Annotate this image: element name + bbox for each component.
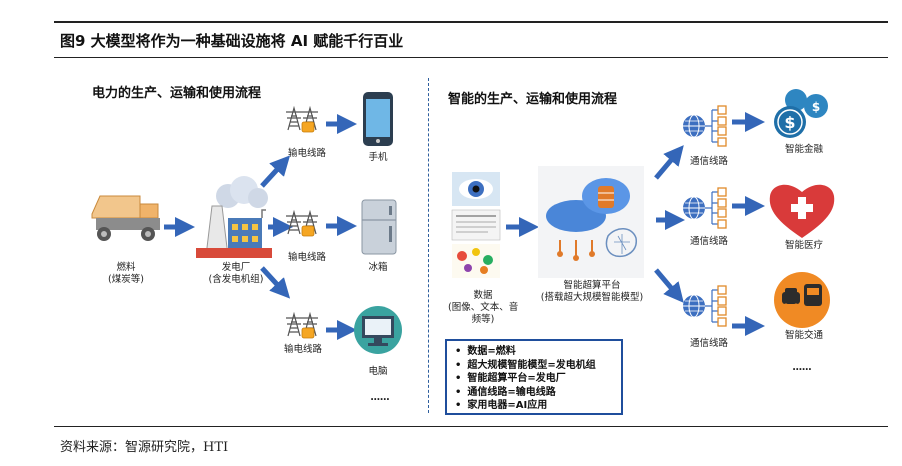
title-rule: [54, 57, 888, 58]
medical-heart-icon: [769, 184, 835, 238]
network-label: 通信线路: [689, 156, 728, 167]
right-section-title: 智能的生产、运输和使用流程: [448, 92, 618, 107]
legend-item: 超大规模智能模型=发电机组: [455, 359, 615, 373]
power-plant-label: 发电厂 (含发电机组): [208, 262, 264, 285]
arrow-platform-to-network-1: [654, 145, 684, 180]
network-icon: [683, 286, 726, 326]
data-label: 数据 (图像、文本、音 频等): [448, 290, 519, 325]
legend-item: 数据=燃料: [455, 345, 615, 359]
transmission-tower-icon: [286, 314, 318, 338]
left-more-ellipsis: ……: [370, 392, 390, 403]
right-more-ellipsis: ……: [792, 362, 812, 373]
arrow-plant-to-line-3: [260, 266, 291, 299]
network-label: 通信线路: [689, 236, 728, 247]
transmission-tower-icon: [286, 212, 318, 236]
figure-title: 图9 大模型将作为一种基础设施将 AI 赋能千行百业: [60, 32, 404, 50]
network-icon: [683, 188, 726, 228]
platform-label: 智能超算平台 (搭载超大规模智能模型): [540, 280, 644, 303]
medical-label: 智能医疗: [784, 240, 823, 251]
transmission-tower-icon: [286, 108, 318, 132]
svg-text:$: $: [784, 113, 795, 132]
power-plant-icon: [196, 176, 272, 258]
phone-label: 手机: [368, 152, 388, 163]
network-icon: [683, 106, 726, 146]
arrow-plant-to-line-1: [260, 155, 291, 188]
computer-label: 电脑: [368, 366, 388, 377]
data-images-icon: [451, 172, 501, 278]
phone-icon: [363, 92, 393, 146]
traffic-label: 智能交通: [784, 330, 823, 341]
legend-item: 通信线路=输电线路: [455, 386, 615, 400]
truck-icon: [91, 195, 160, 241]
finance-label: 智能金融: [784, 144, 823, 155]
svg-text:$: $: [812, 100, 820, 114]
finance-icon: $ $: [774, 89, 828, 138]
analogy-legend: 数据=燃料 超大规模智能模型=发电机组 智能超算平台=发电厂 通信线路=输电线路…: [445, 339, 623, 415]
left-section-title: 电力的生产、运输和使用流程: [92, 86, 262, 101]
fridge-icon: [361, 199, 397, 255]
transmission-line-label: 输电线路: [287, 148, 326, 159]
fridge-label: 冰箱: [368, 262, 388, 273]
transmission-line-label: 输电线路: [283, 344, 322, 355]
transmission-line-label: 输电线路: [287, 252, 326, 263]
arrow-platform-to-network-3: [654, 268, 684, 303]
bottom-rule: [54, 426, 888, 427]
traffic-icon: [774, 272, 830, 328]
supercomputing-platform-icon: [538, 166, 644, 278]
computer-icon: [354, 306, 402, 354]
source-note: 资料来源：智源研究院，HTI: [60, 440, 229, 455]
legend-item: 智能超算平台=发电厂: [455, 372, 615, 386]
section-divider: [428, 78, 429, 413]
network-label: 通信线路: [689, 338, 728, 349]
legend-item: 家用电器=AI应用: [455, 399, 615, 413]
top-rule: [54, 21, 888, 23]
fuel-label: 燃料 (煤炭等): [108, 262, 144, 285]
